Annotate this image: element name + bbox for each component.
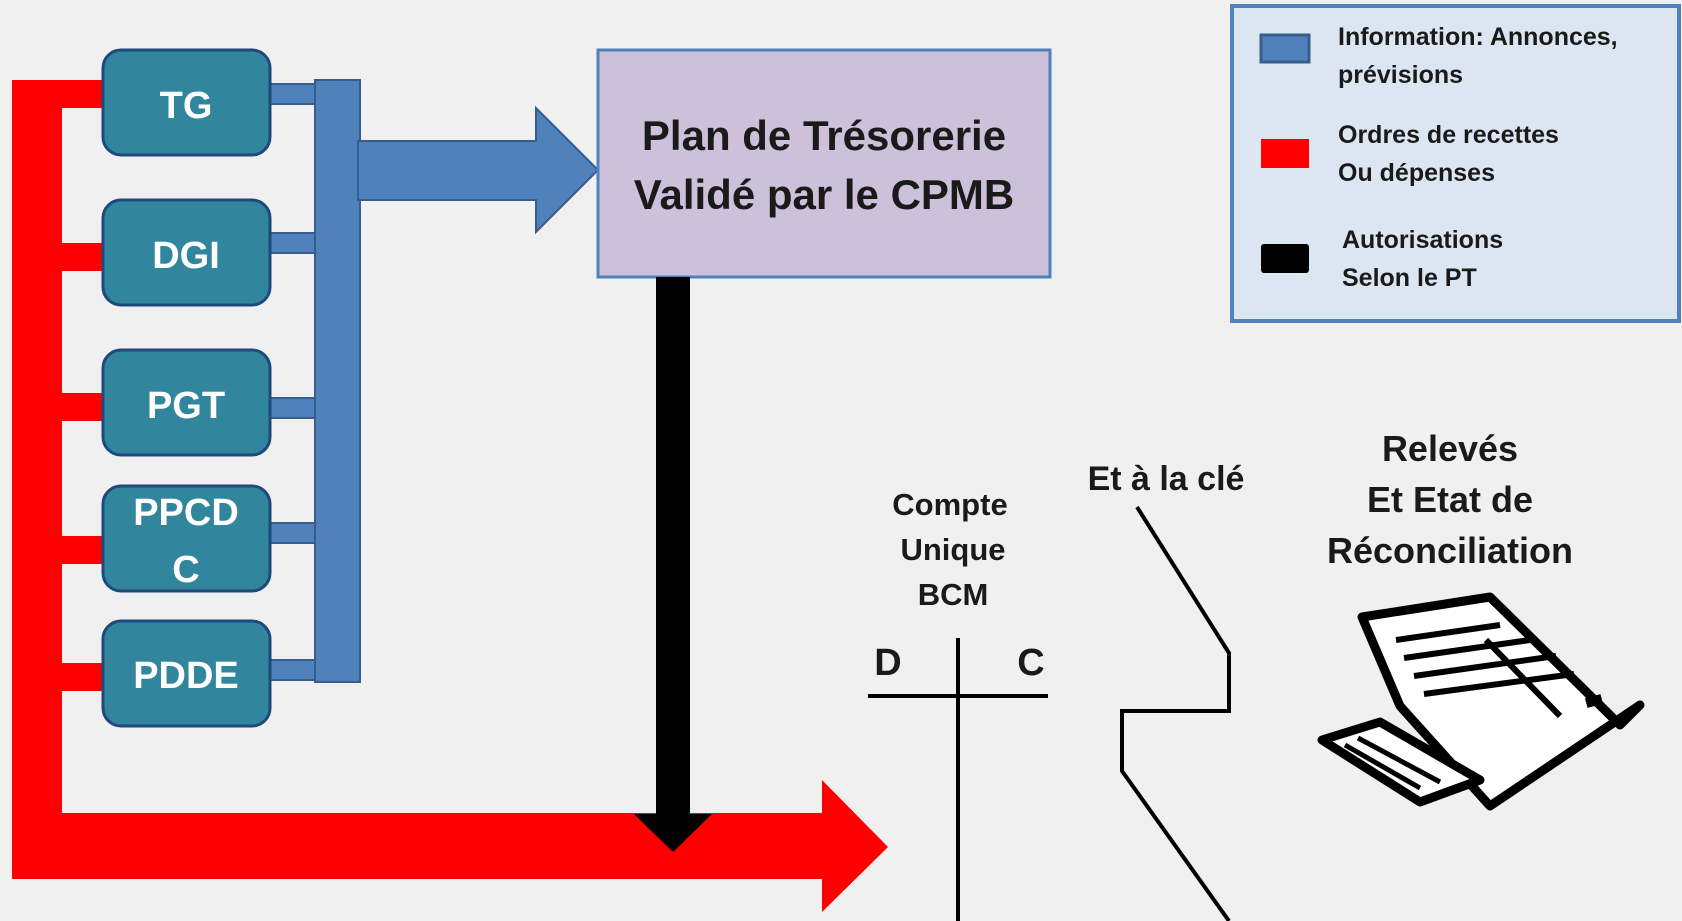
entity-box xyxy=(101,198,272,307)
plan-box: Plan de Trésorerie Validé par le CPMB xyxy=(596,48,1052,279)
document-line xyxy=(1423,671,1575,697)
legend-item-orders: Ordres de recettes Ou dépenses xyxy=(1261,121,1559,187)
entity-box xyxy=(101,48,272,157)
slip-line xyxy=(1356,735,1442,785)
reports-line1: Relevés xyxy=(1382,428,1518,469)
document-line xyxy=(1403,637,1531,661)
red-stub-pdde xyxy=(55,663,107,691)
debit-label: D xyxy=(874,642,901,684)
entity-label-line1: PPCD xyxy=(133,492,239,534)
key-text: Et à la clé xyxy=(1088,460,1245,498)
document-line xyxy=(1483,637,1563,719)
entity-box xyxy=(101,484,272,593)
red-horizontal-arrow xyxy=(12,780,888,912)
entity-label: PDDE xyxy=(133,655,239,697)
plan-title-line2: Validé par le CPMB xyxy=(634,171,1014,218)
legend-label-line1: Ordres de recettes xyxy=(1338,121,1559,149)
plan-title-line1: Plan de Trésorerie xyxy=(642,112,1006,159)
entity-pdde: PDDE xyxy=(101,619,272,728)
account-label-line2: Unique xyxy=(900,532,1005,567)
red-vertical-bar xyxy=(12,80,62,879)
account-label-line3: BCM xyxy=(918,577,989,612)
account-t: Compte Unique BCM D C xyxy=(868,487,1048,921)
legend-label-line2: prévisions xyxy=(1338,61,1463,89)
legend-swatch-red xyxy=(1261,139,1309,168)
document-sheet xyxy=(1357,592,1645,811)
entity-label-line2: C xyxy=(172,549,199,591)
reports: Relevés Et Etat de Réconciliation xyxy=(1327,428,1573,571)
credit-label: C xyxy=(1017,642,1044,684)
legend-label-line2: Ou dépenses xyxy=(1338,159,1495,187)
entity-dgi: DGI xyxy=(101,198,272,307)
slip-line xyxy=(1343,742,1422,791)
red-stub-ppcdc xyxy=(55,536,107,564)
entity-label: DGI xyxy=(152,235,220,277)
legend: Information: Annonces, prévisions Ordres… xyxy=(1230,4,1681,323)
legend-item-authorizations: Autorisations Selon le PT xyxy=(1261,226,1503,292)
entity-ppcdc: PPCD C xyxy=(101,484,272,593)
key-symbol: Et à la clé xyxy=(1088,460,1245,921)
entity-label: TG xyxy=(160,85,213,127)
entity-pgt: PGT xyxy=(101,348,272,457)
legend-swatch-black xyxy=(1261,244,1309,273)
reports-line3: Réconciliation xyxy=(1327,530,1573,571)
entity-tg: TG xyxy=(101,48,272,157)
reports-line2: Et Etat de xyxy=(1367,479,1533,520)
document-line xyxy=(1395,622,1501,643)
legend-label-line1: Information: Annonces, xyxy=(1338,23,1618,51)
information-flow xyxy=(264,79,600,683)
red-stub-dgi xyxy=(55,243,107,271)
entity-box xyxy=(101,348,272,457)
legend-swatch-blue xyxy=(1259,33,1311,64)
documents-icon xyxy=(1317,592,1645,811)
document-line xyxy=(1413,653,1557,679)
entity-box xyxy=(101,619,272,728)
red-stub-tg xyxy=(12,80,107,108)
entity-label: PGT xyxy=(147,385,225,427)
entities: TG DGI PGT PPCD C PDDE xyxy=(101,48,272,728)
blue-vertical-bar xyxy=(314,79,361,683)
document-stamp xyxy=(1584,694,1604,708)
legend-label-line1: Autorisations xyxy=(1342,226,1503,254)
account-label-line1: Compte xyxy=(892,487,1007,522)
legend-label-line2: Selon le PT xyxy=(1342,264,1477,292)
plan-box-rect xyxy=(596,48,1052,279)
authorization-arrow xyxy=(634,277,712,852)
blue-arrow-to-plan xyxy=(357,105,600,235)
key-zigzag-line xyxy=(1120,505,1231,921)
red-stub-pgt xyxy=(55,393,107,421)
legend-item-information: Information: Annonces, prévisions xyxy=(1259,23,1618,89)
